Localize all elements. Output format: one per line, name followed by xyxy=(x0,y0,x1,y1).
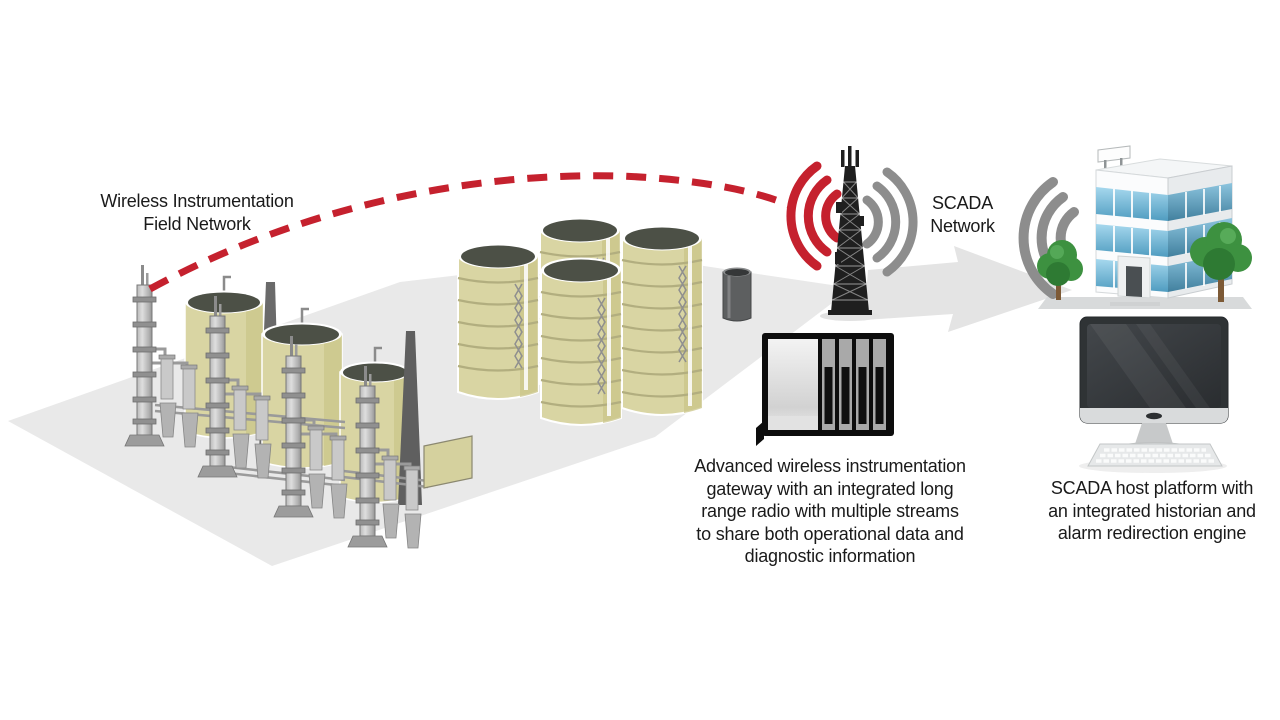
storage-tanks-icon xyxy=(457,217,752,426)
red-dashed-wireless-link xyxy=(148,172,793,293)
gateway-caption: Advanced wireless instrumentation gatewa… xyxy=(648,455,1012,568)
host-caption-line3: alarm redirection engine xyxy=(1057,523,1247,543)
small-tank xyxy=(722,267,752,322)
gateway-slots xyxy=(822,339,886,430)
storage-tank xyxy=(457,243,539,400)
office-building-icon xyxy=(1037,145,1252,306)
ground-arrow xyxy=(864,246,1072,332)
chimney xyxy=(398,331,422,505)
host-caption-line2: an integrated historian and xyxy=(1048,500,1256,521)
scada-network-label-line1: SCADA xyxy=(931,193,994,213)
lattice-radio-tower-icon xyxy=(828,146,872,315)
host-caption: SCADA host platform with an integrated h… xyxy=(1028,477,1276,545)
keyboard-icon xyxy=(1087,443,1223,467)
gateway-rack-device-icon xyxy=(756,333,894,446)
tree-icon xyxy=(1190,222,1252,302)
storage-tank xyxy=(540,257,622,426)
tree-icon xyxy=(1037,240,1083,300)
storage-tank xyxy=(621,225,703,416)
scada-network-label-line2: Network xyxy=(930,215,995,236)
plant-building xyxy=(423,435,473,489)
desktop-computer-icon xyxy=(1079,316,1229,473)
wireless-arcs-gray-icon xyxy=(862,167,918,277)
field-network-label: Wireless Instrumentation Field Network xyxy=(52,190,342,235)
gateway-caption-line2: gateway with an integrated long xyxy=(706,478,954,499)
host-caption-line1: SCADA host platform with xyxy=(1050,478,1254,498)
field-network-label-line1: Wireless Instrumentation xyxy=(100,191,294,211)
gateway-caption-line5: diagnostic information xyxy=(744,546,916,566)
scada-network-label: SCADA Network xyxy=(895,192,1030,237)
building-entrance xyxy=(1110,255,1160,306)
gateway-caption-line3: range radio with multiple streams xyxy=(701,501,959,521)
field-network-label-line2: Field Network xyxy=(143,213,251,234)
wireless-arcs-red-icon xyxy=(786,161,842,271)
gateway-caption-line1: Advanced wireless instrumentation xyxy=(694,456,966,476)
gateway-caption-line4: to share both operational data and xyxy=(696,523,964,544)
process-plant-icon xyxy=(123,263,473,550)
